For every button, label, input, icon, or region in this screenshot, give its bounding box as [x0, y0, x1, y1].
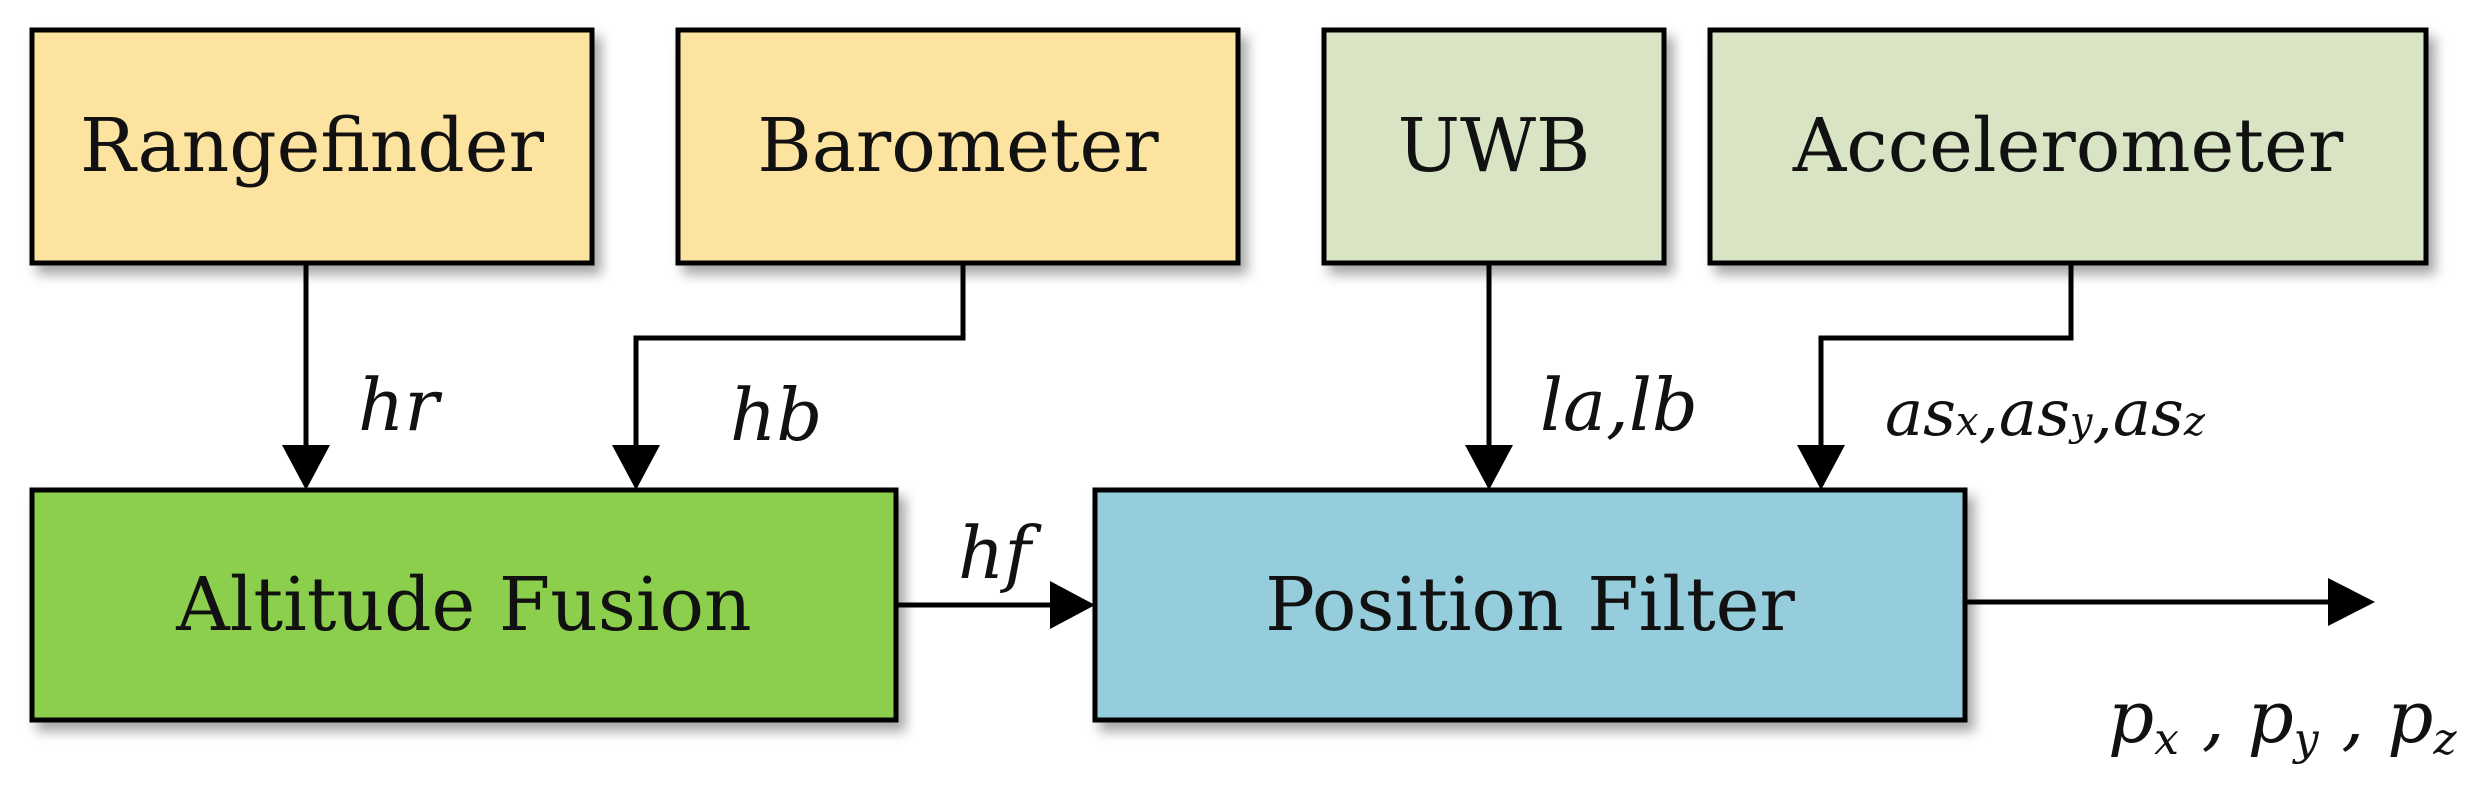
uwb-label: UWB	[1398, 103, 1591, 189]
signal-hf-label: hf	[958, 511, 1042, 595]
accelerometer-box	[1707, 27, 2429, 266]
position-filter-box	[1092, 487, 1968, 723]
edge-altitude-to-position	[896, 581, 1095, 629]
uwb-box	[1321, 27, 1667, 266]
output-p-label: px , py , pz	[2108, 675, 2457, 765]
accelerometer-label: Accelerometer	[1792, 103, 2344, 189]
accelerometer-node: Accelerometer	[1707, 27, 2429, 266]
altitude-fusion-box	[29, 487, 899, 723]
edge-position-output	[1965, 578, 2375, 626]
signal-as-label: asx,asy,asz	[1885, 377, 2206, 451]
arrowhead-icon	[612, 445, 660, 490]
position-filter-label: Position Filter	[1265, 562, 1795, 648]
uwb-node: UWB	[1321, 27, 1667, 266]
signal-la-lb-label: la,lb	[1540, 363, 1698, 447]
rangefinder-box	[29, 27, 595, 266]
barometer-box	[675, 27, 1241, 266]
altitude-fusion-label: Altitude Fusion	[175, 562, 751, 648]
edge-barometer-to-altitude	[612, 263, 966, 490]
arrowhead-icon	[282, 445, 330, 490]
rangefinder-label: Rangefinder	[80, 103, 545, 189]
edge-uwb-to-position	[1465, 263, 1513, 490]
position-filter-node: Position Filter	[1092, 487, 1968, 723]
arrowhead-icon	[1465, 445, 1513, 490]
barometer-label: Barometer	[757, 103, 1159, 189]
signal-hr-label: hr	[358, 363, 442, 447]
rangefinder-node: Rangefinder	[29, 27, 595, 266]
edge-rangefinder-to-altitude	[282, 263, 330, 490]
altitude-fusion-node: Altitude Fusion	[29, 487, 899, 723]
arrowhead-icon	[2328, 578, 2375, 626]
signal-hb-label: hb	[730, 373, 822, 457]
barometer-node: Barometer	[675, 27, 1241, 266]
arrowhead-icon	[1797, 445, 1845, 490]
edge-accelerometer-to-position	[1797, 263, 2074, 490]
arrowhead-icon	[1050, 581, 1095, 629]
